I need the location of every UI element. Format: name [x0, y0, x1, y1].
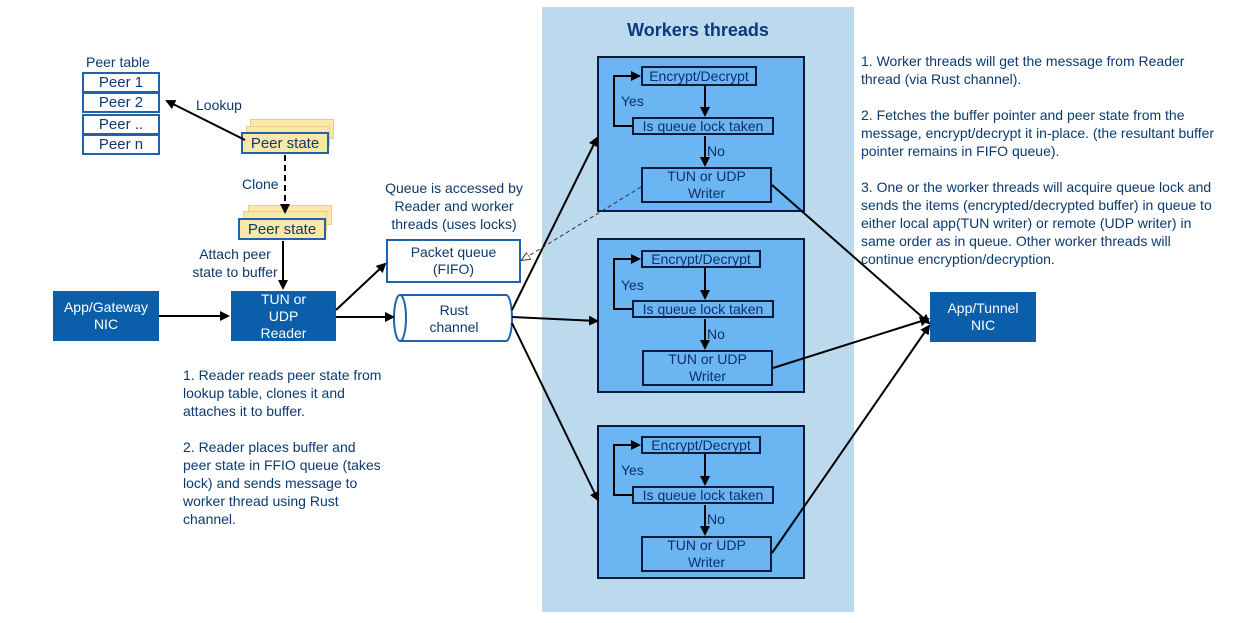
- app-gateway-nic: App/Gateway NIC: [53, 291, 159, 341]
- workers-title: Workers threads: [627, 20, 769, 40]
- peer-state-top: Peer state: [241, 132, 329, 154]
- worker-3-writer: TUN or UDP Writer: [641, 536, 772, 572]
- peer-row-3: Peer ..: [82, 114, 160, 135]
- worker-2-encrypt: Encrypt/Decrypt: [641, 250, 761, 268]
- peer-table-title: Peer table: [86, 54, 150, 70]
- worker-2-lock: Is queue lock taken: [632, 300, 774, 318]
- worker-note-2: 2. Fetches the buffer pointer and peer s…: [861, 107, 1215, 159]
- peer-row-4: Peer n: [82, 134, 160, 155]
- rust-channel: Rust channel: [429, 302, 479, 335]
- attach-label: Attach peer state to buffer: [192, 246, 278, 280]
- worker-1-encrypt: Encrypt/Decrypt: [641, 66, 757, 86]
- peer-row-1: Peer 1: [82, 72, 160, 93]
- worker-1-writer: TUN or UDP Writer: [641, 167, 772, 203]
- tun-udp-reader: TUN or UDP Reader: [231, 291, 336, 341]
- worker-1-yes: Yes: [621, 93, 644, 109]
- worker-3-lock: Is queue lock taken: [632, 486, 774, 504]
- packet-queue: Packet queue (FIFO): [386, 239, 521, 283]
- reader-note-1: 1. Reader reads peer state from lookup t…: [183, 367, 382, 419]
- worker-1-no: No: [707, 143, 725, 159]
- lookup-label: Lookup: [196, 97, 242, 113]
- worker-3-no: No: [707, 511, 725, 527]
- worker-notes: 1. Worker threads will get the message f…: [861, 52, 1226, 286]
- peer-row-2: Peer 2: [82, 92, 160, 113]
- worker-note-3: 3. One or the worker threads will acquir…: [861, 179, 1212, 267]
- clone-label: Clone: [242, 176, 279, 192]
- worker-1-lock: Is queue lock taken: [632, 117, 774, 135]
- reader-notes: 1. Reader reads peer state from lookup t…: [183, 366, 383, 546]
- peer-state-bottom: Peer state: [238, 218, 326, 240]
- reader-to-queue-arrow: [335, 262, 387, 311]
- worker-3-encrypt: Encrypt/Decrypt: [641, 436, 761, 454]
- worker-3-yes: Yes: [621, 462, 644, 478]
- reader-note-2: 2. Reader places buffer and peer state i…: [183, 439, 381, 527]
- worker-note-1: 1. Worker threads will get the message f…: [861, 53, 1185, 87]
- queue-access-label: Queue is accessed by Reader and worker t…: [385, 180, 523, 232]
- worker-2-writer: TUN or UDP Writer: [642, 350, 773, 386]
- worker-2-no: No: [707, 326, 725, 342]
- app-tunnel-nic: App/Tunnel NIC: [930, 292, 1036, 342]
- worker-2-yes: Yes: [621, 277, 644, 293]
